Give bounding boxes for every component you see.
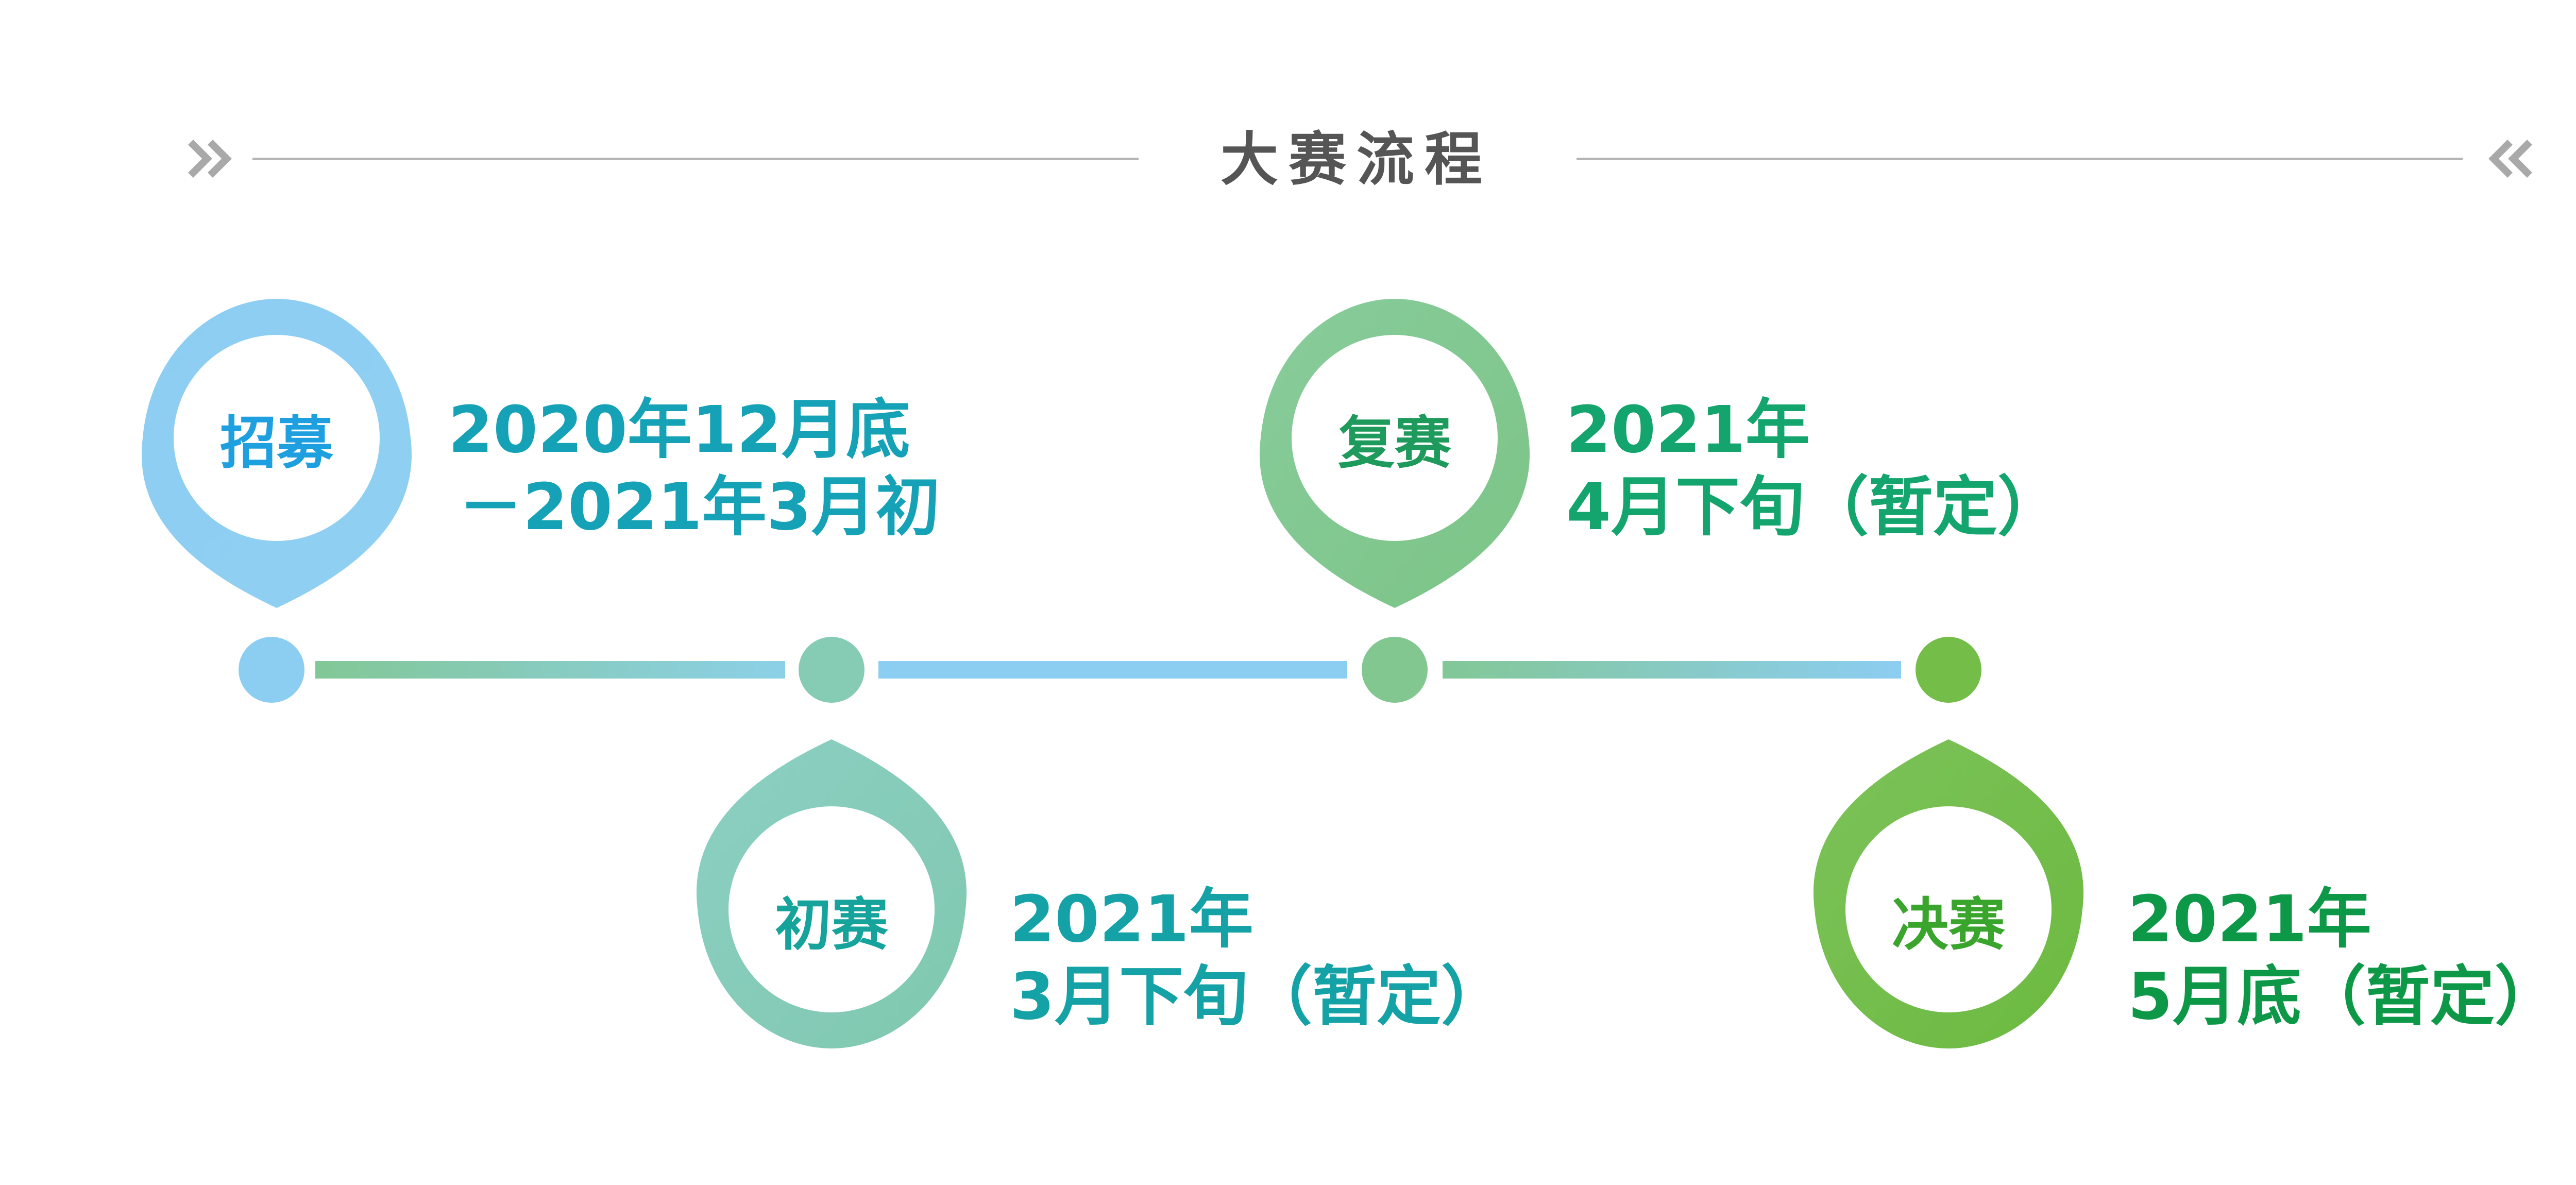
- date-final: 2021年 5月底（暂定）: [2128, 881, 2559, 1036]
- date-recruit-line-1: 2020年12月底: [448, 393, 910, 467]
- header-rule-right: [1577, 158, 2463, 160]
- timeline-dot-semi: [1362, 637, 1428, 703]
- date-final-line-1: 2021年: [2128, 882, 2371, 957]
- stage-label-semi: 复赛: [1338, 410, 1451, 476]
- date-semi: 2021年 4月下旬（暂定）: [1566, 392, 2062, 546]
- timeline-dot-prelim: [799, 637, 865, 703]
- pin-semi: [1259, 299, 1530, 608]
- timeline-segment-1: [315, 661, 785, 679]
- stage-label-recruit: 招募: [220, 410, 333, 476]
- left-chevron-icon: [2488, 140, 2532, 178]
- timeline-dot-recruit: [239, 637, 304, 703]
- date-recruit: 2020年12月底 －2021年3月初: [448, 392, 940, 546]
- timeline-segment-3: [1443, 661, 1901, 679]
- date-prelim-line-1: 2021年: [1010, 882, 1253, 957]
- date-semi-line-1: 2021年: [1566, 393, 1810, 467]
- timeline-dot-final: [1916, 637, 1981, 703]
- pin-prelim: [696, 739, 967, 1048]
- header-rule-left: [252, 158, 1139, 160]
- stage-label-final: 决赛: [1892, 892, 2005, 958]
- date-semi-line-2: 4月下旬（暂定）: [1566, 470, 2062, 545]
- pin-final: [1813, 739, 2084, 1048]
- stage-label-prelim: 初赛: [775, 892, 888, 958]
- right-chevron-icon: [188, 140, 232, 178]
- timeline-segment-2: [878, 661, 1347, 679]
- date-prelim-line-2: 3月下旬（暂定）: [1010, 959, 1505, 1034]
- page-title: 大赛流程: [1221, 126, 1493, 193]
- pin-recruit: [141, 299, 412, 608]
- date-prelim: 2021年 3月下旬（暂定）: [1010, 881, 1505, 1036]
- date-recruit-line-2: －2021年3月初: [459, 470, 940, 545]
- date-final-line-2: 5月底（暂定）: [2128, 959, 2559, 1034]
